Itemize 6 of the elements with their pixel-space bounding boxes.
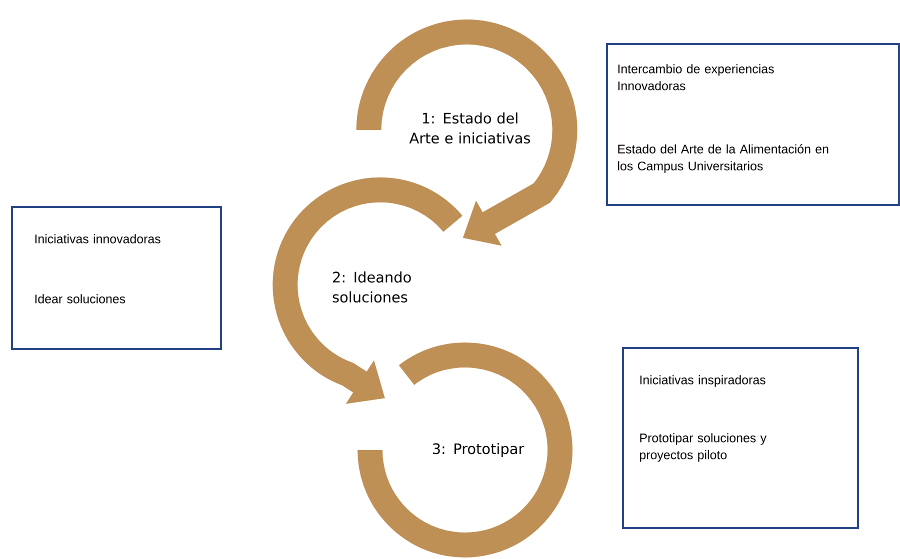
text-box: Intercambio de experiencias Innovadoras Estado del Arte de la Alimentación en los Campus Universitarios	[606, 43, 900, 206]
text-box: Iniciativas inspiradoras Prototipar soluciones y proyectos piloto	[622, 346, 859, 529]
step-label: 1: Estado del Arte e iniciativas	[409, 112, 530, 144]
text-box: Iniciativas innovadoras Idear soluciones	[11, 206, 222, 350]
circular-band: 3: Prototipar	[358, 342, 572, 558]
step-label: 2: Ideando soluciones	[332, 271, 411, 303]
